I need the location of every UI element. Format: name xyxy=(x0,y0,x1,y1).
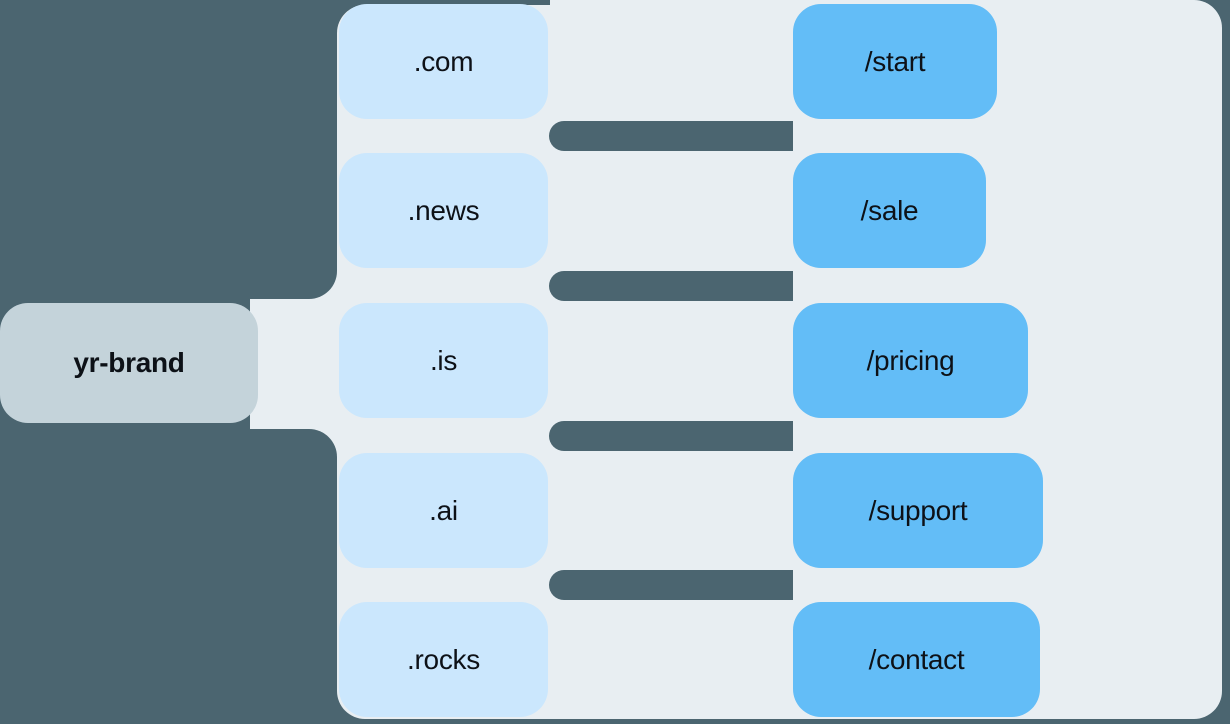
path-node-label: /start xyxy=(864,45,926,77)
tld-node-rocks: .rocks xyxy=(339,602,548,717)
brand-node-label: yr-brand xyxy=(73,347,185,378)
tld-node-label: .news xyxy=(407,194,480,226)
path-node-label: /sale xyxy=(860,194,919,226)
tld-node-label: .rocks xyxy=(407,643,480,675)
connector-bar xyxy=(549,121,793,151)
tld-node-label: .com xyxy=(413,45,474,77)
tld-node-label: .ai xyxy=(429,494,458,526)
connector-bar xyxy=(549,421,793,451)
dark-panel-bottom-left xyxy=(0,429,337,724)
tld-node-ai: .ai xyxy=(339,453,548,568)
path-node-contact: /contact xyxy=(793,602,1040,717)
path-node-start: /start xyxy=(793,4,997,119)
path-node-label: /support xyxy=(868,494,968,526)
path-node-pricing: /pricing xyxy=(793,303,1028,418)
tld-node-label: .is xyxy=(429,344,458,376)
dark-panel-top-left xyxy=(0,0,337,299)
path-node-label: /pricing xyxy=(866,344,955,376)
connector-bar xyxy=(549,570,793,600)
path-node-sale: /sale xyxy=(793,153,986,268)
tld-node-is: .is xyxy=(339,303,548,418)
path-node-label: /contact xyxy=(868,643,965,675)
brand-node: yr-brand xyxy=(0,303,258,423)
tld-node-com: .com xyxy=(339,4,548,119)
path-node-support: /support xyxy=(793,453,1043,568)
connector-bar xyxy=(549,271,793,301)
tld-node-news: .news xyxy=(339,153,548,268)
